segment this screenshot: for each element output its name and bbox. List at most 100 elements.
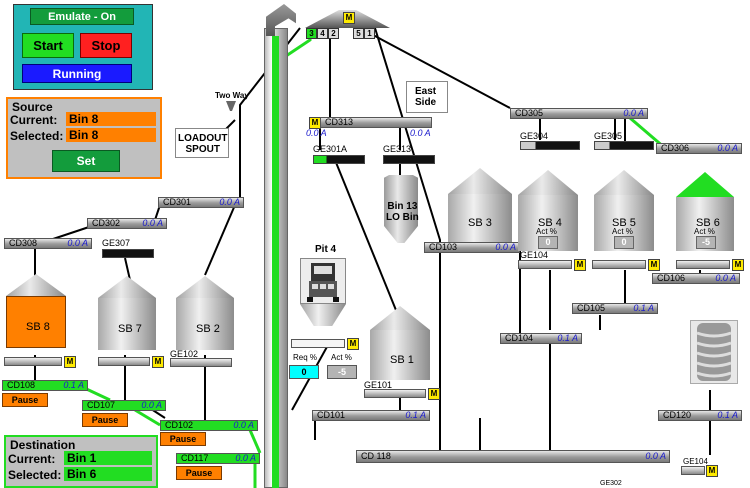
conveyor-cd308[interactable]: CD308 0.0 A [4, 238, 92, 249]
pit4-feeder[interactable] [291, 339, 345, 348]
feeder-sb4-motor[interactable]: M [574, 259, 586, 271]
truck-icon [307, 263, 339, 302]
bin-sb5-act-value: 0 [614, 236, 634, 249]
emulate-button[interactable]: Emulate - On [30, 8, 134, 25]
running-indicator: Running [22, 64, 132, 83]
pit4-req-input[interactable]: 0 [289, 365, 319, 379]
conveyor-cd101[interactable]: CD101 0.1 A [312, 410, 430, 421]
conveyor-cd313[interactable]: CD313 [320, 117, 432, 128]
gate-label-ge313: GE313 [383, 144, 412, 154]
feeder-sb5[interactable] [592, 260, 646, 269]
spout-4[interactable]: 4 [317, 28, 328, 39]
set-button[interactable]: Set [52, 150, 120, 172]
conveyor-amps: 0.0 A [495, 242, 516, 252]
pause-button-cd102[interactable]: Pause [160, 432, 206, 446]
bin-sb4-label: SB 4 [538, 217, 562, 229]
conveyor-amps: 0.0 A [645, 451, 666, 461]
conveyor-id: CD308 [9, 238, 38, 248]
conveyor-amps: 0.0 A [67, 238, 88, 248]
source-title: Source [12, 100, 53, 114]
feeder-sb6-motor[interactable]: M [732, 259, 744, 271]
two-way-label: Two Way [215, 91, 249, 100]
feeder-ge104-b[interactable] [681, 466, 705, 475]
feeder-sb8-motor[interactable]: M [64, 356, 76, 368]
conveyor-amps: 0.0 A [142, 218, 163, 228]
bin-13-lo[interactable] [384, 175, 418, 243]
feeder-sb6[interactable] [676, 260, 730, 269]
feeder-sb2[interactable] [170, 358, 232, 367]
pit4-title: Pit 4 [315, 244, 337, 255]
head-spouts: 3 4 2 5 1 [306, 28, 375, 39]
bin-sb8[interactable] [6, 296, 66, 348]
bin-sb7[interactable] [98, 298, 156, 350]
bin-sb7-label: SB 7 [118, 323, 142, 335]
bin-sb1[interactable] [370, 330, 430, 380]
gate-ge304[interactable] [520, 141, 580, 150]
conveyor-cd103[interactable]: CD103 0.0 A [424, 242, 520, 253]
pit4-act-label: Act % [331, 353, 352, 362]
gate-label-ge302: GE302 [600, 480, 622, 487]
conveyor-id: CD117 [181, 453, 209, 463]
distributor-motor[interactable]: M [343, 12, 355, 24]
conveyor-id: CD313 [325, 117, 354, 127]
spout-5[interactable]: 5 [353, 28, 364, 39]
spout-1[interactable]: 1 [364, 28, 375, 39]
gate-ge301a[interactable] [313, 155, 365, 164]
feeder-sb8[interactable] [4, 357, 62, 366]
feeder-sb5-motor[interactable]: M [648, 259, 660, 271]
bin-sb4-act-value: 0 [538, 236, 558, 249]
feeder-sb1[interactable] [364, 389, 426, 398]
gate-label-ge101: GE101 [364, 380, 393, 390]
pit4-act-value: -5 [327, 365, 357, 379]
conveyor-id: CD302 [92, 218, 121, 228]
conveyor-id: CD101 [317, 410, 346, 420]
feeder-sb1-motor[interactable]: M [428, 388, 440, 400]
conveyor-amps: 0.1 A [405, 410, 426, 420]
gate-ge307[interactable] [102, 249, 154, 258]
pit4-motor[interactable]: M [347, 338, 359, 350]
conveyor-amps: 0.0 A [233, 420, 254, 430]
gate-ge305[interactable] [594, 141, 654, 150]
source-current-label: Current: [10, 113, 58, 127]
pause-button-cd117[interactable]: Pause [176, 466, 222, 480]
conveyor-amps: 0.0 A [717, 143, 738, 153]
gate-ge313[interactable] [383, 155, 435, 164]
conveyor-amps: 0.0 A [219, 197, 240, 207]
gate-label-ge104-a: GE104 [520, 250, 549, 260]
conveyor-cd302[interactable]: CD302 0.0 A [87, 218, 167, 229]
feeder-ge104-b-motor[interactable]: M [706, 465, 718, 477]
pit4-req-label: Req % [293, 353, 318, 362]
start-button[interactable]: Start [22, 33, 74, 58]
east-side-box [406, 81, 448, 113]
pause-button-cd107[interactable]: Pause [82, 413, 128, 427]
pause-button-cd108[interactable]: Pause [2, 393, 48, 407]
feeder-sb7[interactable] [98, 357, 150, 366]
bin-sb6-act-value: -5 [696, 236, 716, 249]
bin-sb3-label: SB 3 [468, 217, 492, 229]
feeder-sb4[interactable] [518, 260, 572, 269]
bin-sb3[interactable] [448, 194, 512, 242]
two-way-valve-icon[interactable] [226, 101, 236, 111]
conveyor-amps: 0.0 A [141, 400, 162, 410]
stop-button[interactable]: Stop [80, 33, 132, 58]
spout-3[interactable]: 3 [306, 28, 317, 39]
conveyor-id: CD103 [429, 242, 458, 252]
spout-2[interactable]: 2 [328, 28, 339, 39]
gate-label-ge304: GE304 [520, 131, 549, 141]
bin-sb1-label: SB 1 [390, 354, 414, 366]
bin-sb2[interactable] [176, 298, 234, 350]
feeder-sb7-motor[interactable]: M [152, 356, 164, 368]
destination-selected-value: Bin 6 [64, 467, 152, 481]
